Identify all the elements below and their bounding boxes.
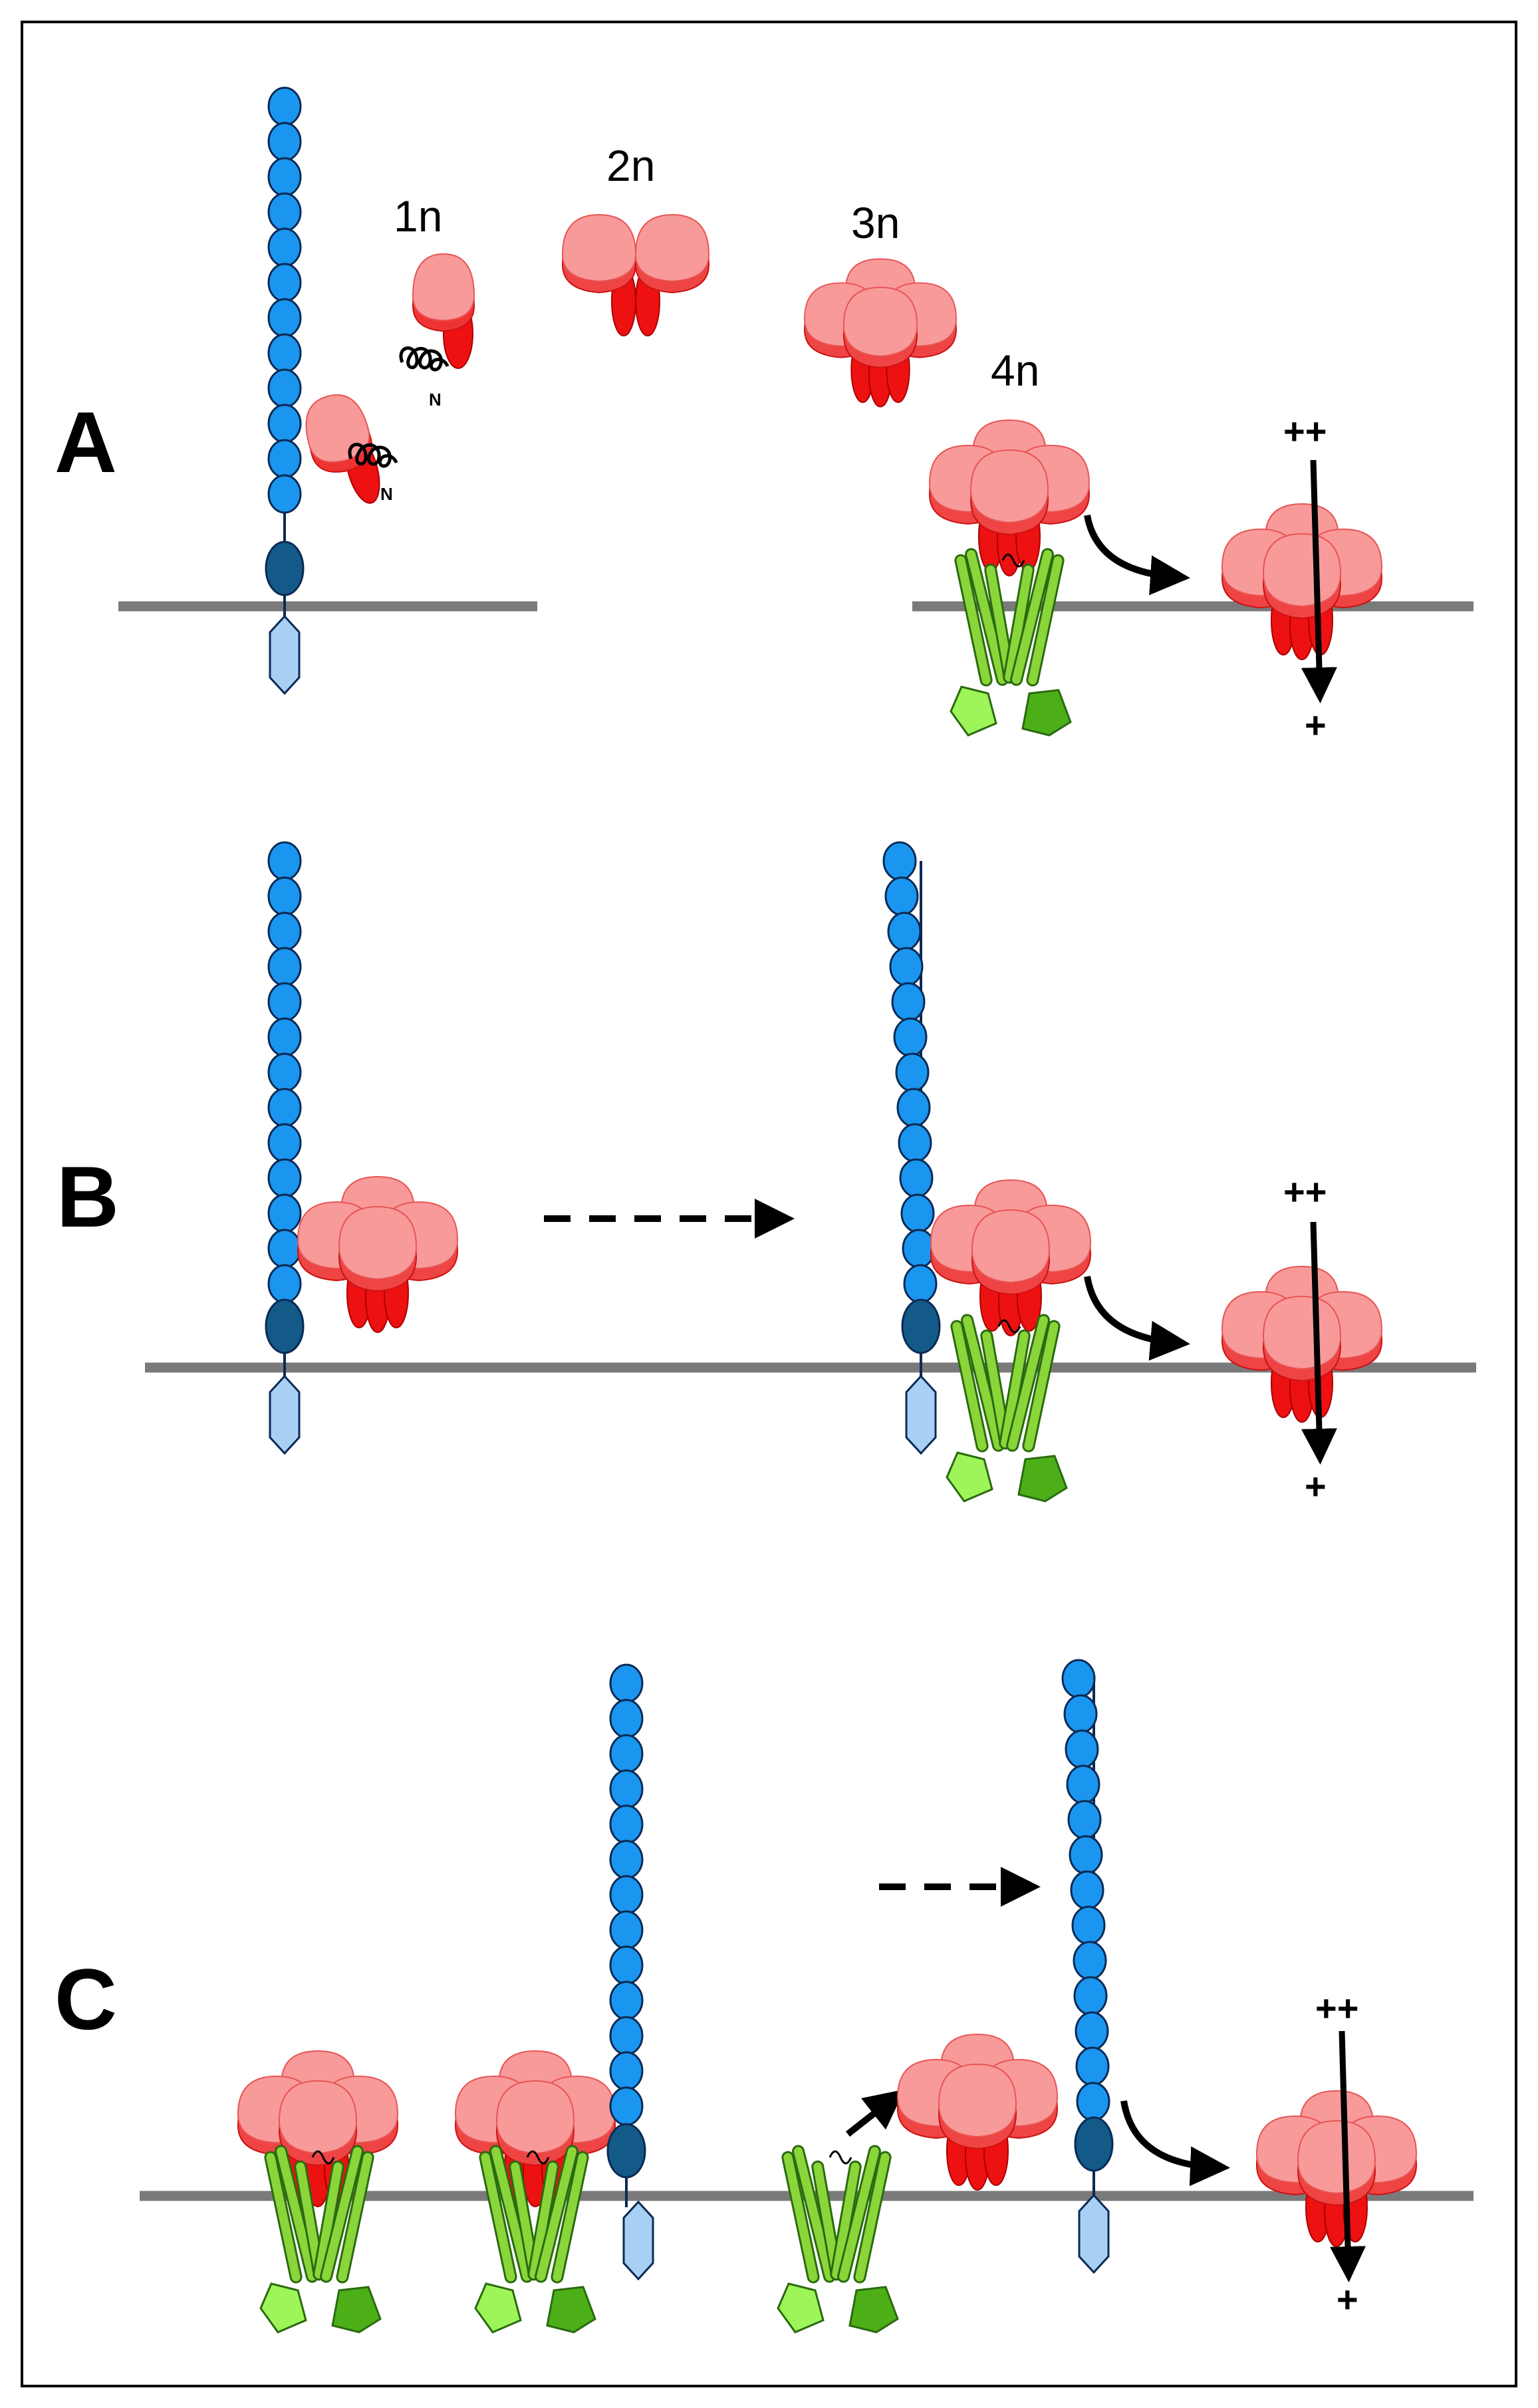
figure-border [21,21,1517,2387]
dimer-icon [562,214,709,336]
pore-arrow-icon-b [1301,1221,1337,1465]
bead-chain-icon [265,86,305,695]
pore-oligomer-icon-b [1221,1266,1382,1423]
bead-chain-icon-c1 [606,1663,654,2280]
pore-arrow-icon [1301,459,1337,703]
charge-inside-b: + [1305,1465,1327,1507]
pore-oligomer-icon-c [1256,2090,1417,2247]
green-receptor-icon-c3 [777,2143,899,2334]
n-terminus-label-2: N [429,390,442,410]
monomer-free-icon [412,253,475,369]
panel-b: B [57,841,1476,1507]
n-terminus-label-1: N [380,484,393,504]
bead-chain-icon-b2 [882,841,941,1455]
panel-c: C [55,1659,1474,2334]
tetramer-icon-b2 [930,1179,1091,1336]
bead-chain-icon-b1 [265,841,305,1455]
helix-icon-2 [401,348,448,370]
trimer-icon [804,258,957,408]
charge-outside-b: ++ [1283,1171,1327,1213]
green-receptor-icon-b [946,1312,1068,1503]
panel-a-label: A [55,394,117,491]
label-2n: 2n [606,141,655,190]
panel-c-label: C [55,1951,117,2048]
charge-outside-a: ++ [1283,410,1327,452]
tetramer-icon-c3 [897,2034,1058,2191]
tetramer-icon-c1 [237,2050,398,2207]
charge-inside-a: + [1305,704,1327,746]
tetramer-icon [929,420,1090,576]
label-1n: 1n [394,191,442,241]
label-3n: 3n [851,198,900,247]
charge-inside-c: + [1337,2278,1358,2320]
bead-chain-icon-c2 [1061,1659,1114,2274]
panel-a: A N 1n N 2n 3n 4 [55,86,1474,746]
tetramer-icon-b1 [297,1176,458,1333]
curved-arrow-icon [1084,515,1190,596]
charge-outside-c: ++ [1315,1987,1358,2029]
pore-oligomer-icon [1221,503,1382,660]
release-arrow-icon [845,2089,905,2137]
label-4n: 4n [991,346,1039,395]
curved-arrow-icon-c [1120,2100,1230,2187]
tetramer-icon-c2 [455,2050,616,2207]
curved-arrow-icon-b [1084,1276,1190,1361]
pore-arrow-icon-c [1330,2030,1366,2282]
panel-b-label: B [57,1148,119,1245]
